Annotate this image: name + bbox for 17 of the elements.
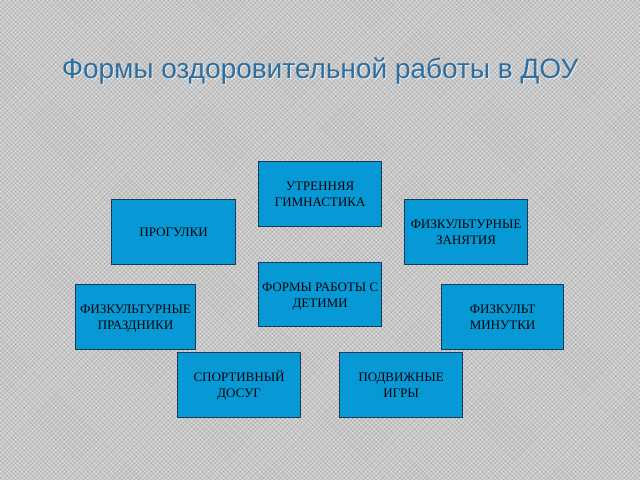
topic-box (339, 352, 463, 418)
box-label: ФИЗКУЛЬТУРНЫЕ ПРАЗДНИКИ (79, 301, 192, 333)
box-label: ФИЗКУЛЬТУРНЫЕ ЗАНЯТИЯ (410, 216, 522, 248)
topic-box (111, 199, 236, 265)
box-label: СПОРТИВНЫЙ ДОСУГ (192, 369, 286, 401)
topic-box (258, 262, 382, 327)
box-label: ПОДВИЖНЫЕ ИГРЫ (357, 369, 445, 401)
box-label: ПРОГУЛКИ (139, 224, 208, 240)
box-label: УТРЕННЯЯ ГИМНАСТИКА (274, 178, 366, 210)
box-label: ФИЗКУЛЬТ МИНУТКИ (468, 301, 536, 333)
slide-title: Формы оздоровительной работы в ДОУ (60, 52, 580, 86)
topic-box (177, 352, 301, 418)
topic-box (258, 161, 382, 227)
box-label: ФОРМЫ РАБОТЫ С ДЕТИМИ (261, 278, 379, 310)
topic-box (441, 284, 564, 350)
topic-box (75, 284, 196, 350)
topic-box (404, 199, 528, 265)
